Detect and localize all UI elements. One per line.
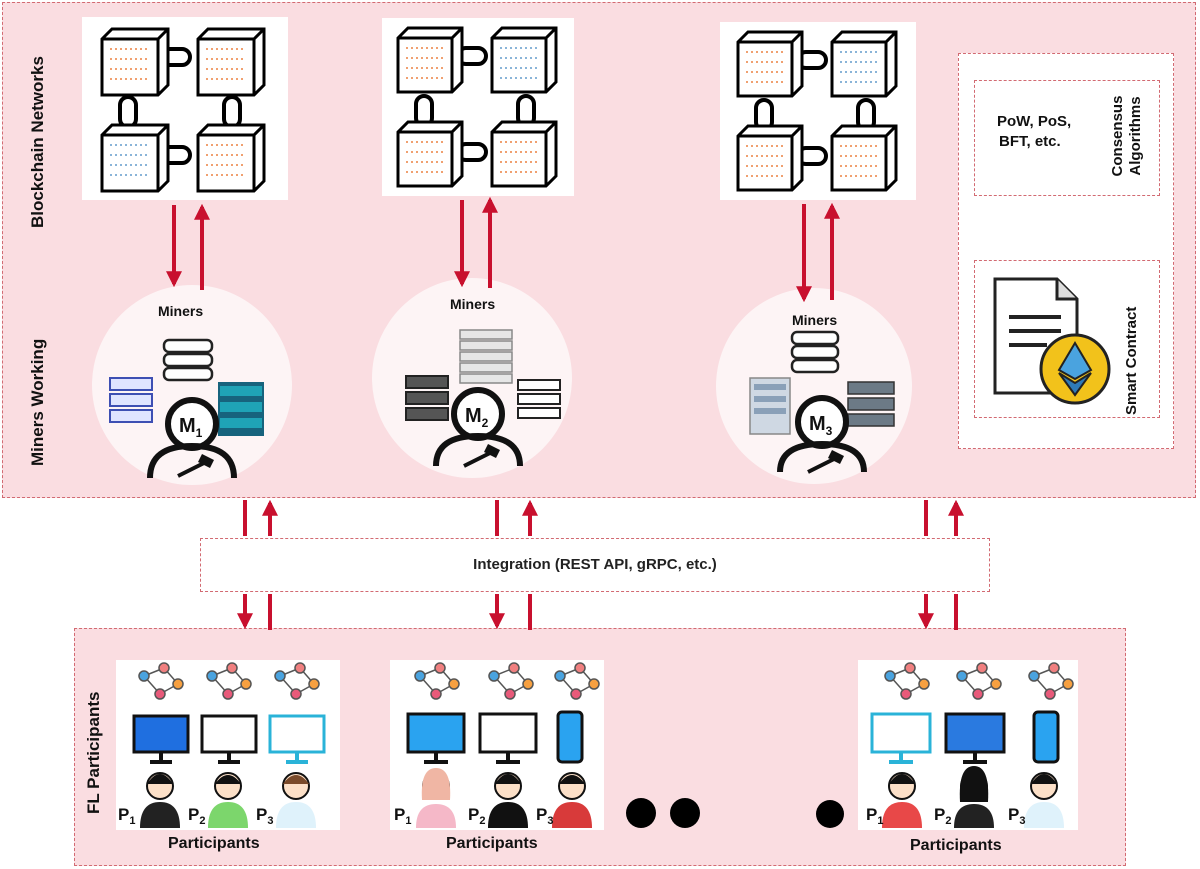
neural-network-icon bbox=[206, 662, 252, 700]
smart-contract-icon bbox=[993, 277, 1111, 405]
blockchain-network-3 bbox=[720, 22, 916, 200]
miners-label-2: Miners bbox=[450, 296, 496, 312]
neural-network-icon bbox=[274, 662, 320, 700]
server-stack-icon bbox=[459, 329, 513, 384]
hammer-icon bbox=[463, 444, 500, 468]
miner-3-illustration: M3 bbox=[749, 330, 895, 474]
miner-id-1: M1 bbox=[179, 415, 203, 440]
server-icon bbox=[162, 338, 214, 382]
person-avatar-icon bbox=[1024, 772, 1064, 828]
miner-id-2: M2 bbox=[465, 405, 489, 430]
blockchain-network-1 bbox=[82, 17, 288, 200]
neural-network-icon bbox=[956, 662, 1002, 700]
ellipsis-dot bbox=[816, 800, 844, 828]
participant-id: P3 bbox=[536, 805, 553, 827]
participants-label-3: Participants bbox=[910, 837, 1002, 854]
person-avatar-icon bbox=[140, 772, 180, 828]
monitor-icon bbox=[132, 714, 190, 764]
monitor-icon bbox=[268, 714, 326, 764]
participant-id: P2 bbox=[468, 805, 485, 827]
participant-id: P3 bbox=[256, 805, 273, 827]
miner-person-icon bbox=[147, 397, 237, 479]
participant-id: P2 bbox=[188, 805, 205, 827]
participant-group-2-illustration: P1 P2 P3 bbox=[394, 662, 600, 828]
miner-person-icon bbox=[433, 387, 523, 467]
participant-id: P2 bbox=[934, 805, 951, 827]
person-avatar-icon bbox=[208, 772, 248, 828]
blockchain-chain-diagram bbox=[396, 26, 558, 188]
consensus-algorithms-box: PoW, PoS, BFT, etc. Consensus Algorithms bbox=[974, 80, 1160, 196]
neural-network-icon bbox=[488, 662, 534, 700]
participant-group-1-illustration: P1 P2 P3 bbox=[118, 662, 326, 828]
miner-2-illustration: M2 bbox=[405, 329, 561, 468]
consensus-examples-line2: BFT, etc. bbox=[999, 133, 1061, 150]
participant-id: P1 bbox=[118, 805, 135, 827]
server-rack-icon bbox=[405, 375, 449, 421]
participants-label-2: Participants bbox=[446, 835, 538, 852]
monitor-icon bbox=[200, 714, 258, 764]
ellipsis-dot bbox=[626, 798, 656, 828]
miner-id-3: M3 bbox=[809, 413, 833, 438]
person-avatar-icon bbox=[488, 772, 528, 828]
person-avatar-icon bbox=[416, 768, 456, 828]
monitor-icon bbox=[406, 712, 466, 764]
neural-network-icon bbox=[554, 662, 600, 700]
neural-network-icon bbox=[884, 662, 930, 700]
participant-group-3-illustration: P1 P2 P3 bbox=[866, 662, 1074, 828]
hammer-icon bbox=[807, 450, 844, 474]
participant-id: P3 bbox=[1008, 805, 1025, 827]
participant-id: P1 bbox=[866, 805, 883, 827]
monitor-icon bbox=[944, 712, 1006, 764]
blockchain-network-2 bbox=[382, 18, 574, 196]
neural-network-icon bbox=[138, 662, 184, 700]
neural-network-icon bbox=[414, 662, 460, 700]
person-avatar-icon bbox=[552, 772, 592, 828]
miners-label-3: Miners bbox=[792, 312, 838, 328]
neural-network-icon bbox=[1028, 662, 1074, 700]
blockchain-chain-diagram bbox=[736, 30, 898, 192]
monitor-icon bbox=[870, 712, 932, 764]
miners-label-1: Miners bbox=[158, 303, 204, 319]
consensus-examples-line1: PoW, PoS, bbox=[997, 113, 1072, 130]
miner-person-icon bbox=[777, 395, 867, 473]
server-icon bbox=[790, 330, 840, 374]
server-rack-icon bbox=[109, 377, 153, 423]
participant-id: P1 bbox=[394, 805, 411, 827]
hammer-icon bbox=[177, 454, 214, 478]
participants-label-1: Participants bbox=[168, 835, 260, 852]
integration-label: Integration (REST API, gRPC, etc.) bbox=[473, 556, 717, 573]
smart-contract-box: Smart Contract bbox=[974, 260, 1160, 418]
blockchain-chain-diagram bbox=[100, 27, 266, 193]
miner-1-illustration: M1 bbox=[109, 338, 264, 479]
smartphone-icon bbox=[1032, 710, 1060, 764]
integration-box: Integration (REST API, gRPC, etc.) bbox=[200, 538, 990, 592]
person-avatar-icon bbox=[276, 772, 316, 828]
datacenter-server-icon bbox=[218, 382, 264, 436]
ellipsis-dot bbox=[670, 798, 700, 828]
monitor-icon bbox=[478, 712, 538, 764]
server-rack-icon bbox=[847, 381, 895, 427]
person-avatar-icon bbox=[954, 766, 994, 828]
server-rack-icon bbox=[517, 379, 561, 419]
smartphone-icon bbox=[556, 710, 584, 764]
person-avatar-icon bbox=[882, 772, 922, 828]
server-tower-icon bbox=[749, 377, 791, 435]
